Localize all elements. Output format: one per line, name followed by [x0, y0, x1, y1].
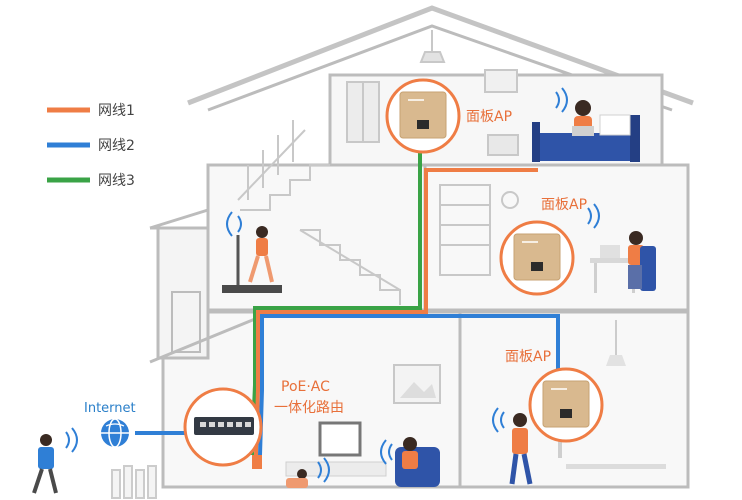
legend-item-3: 网线3 [47, 173, 135, 189]
wifi-icon [66, 428, 77, 452]
router-label-line1: PoE·AC [281, 379, 330, 395]
panel-ap-icon [543, 381, 589, 427]
ap-label-ground: 面板AP [505, 349, 551, 365]
ap-label-middle: 面板AP [541, 197, 587, 213]
legend-label-2: 网线2 [98, 138, 135, 154]
router-label-line2: 一体化路由 [274, 400, 344, 416]
panel-ap-icon [514, 234, 560, 280]
legend-item-2: 网线2 [47, 138, 135, 154]
ap-label-top: 面板AP [466, 109, 512, 125]
internet: Internet [34, 401, 156, 498]
annex-roof [150, 210, 208, 228]
globe-icon [101, 419, 129, 447]
internet-label: Internet [84, 401, 136, 416]
legend-item-1: 网线1 [47, 103, 135, 119]
legend: 网线1 网线2 网线3 [47, 103, 135, 189]
legend-label-1: 网线1 [98, 103, 135, 119]
legend-label-3: 网线3 [98, 173, 135, 189]
panel-ap-icon [400, 92, 446, 138]
